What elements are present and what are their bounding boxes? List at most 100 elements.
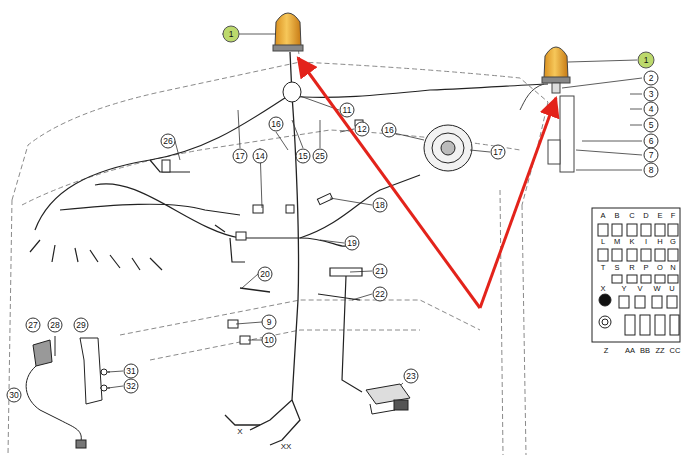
fuse-label: U: [669, 285, 674, 293]
beacon-lamp: [560, 96, 574, 172]
fuse-panel: [612, 275, 622, 283]
roof-connectors: [286, 205, 294, 213]
fuse-label: N: [670, 264, 675, 272]
switch-part: [366, 384, 410, 414]
beacon-lamp: [275, 13, 301, 46]
connector-label: X: [236, 428, 243, 436]
fuse-panel: [655, 224, 665, 236]
switch-part: [370, 404, 395, 414]
fuse-label: T: [601, 264, 606, 272]
beacon-lamp: [520, 84, 544, 110]
fuse-label: F: [671, 212, 676, 220]
small-parts: [80, 338, 102, 404]
fuse-panel: [592, 208, 680, 342]
callout-number: 26: [161, 134, 176, 149]
callout-number: 17: [491, 145, 506, 160]
fuse-panel: [612, 249, 622, 261]
fuse-panel: [640, 315, 650, 335]
fuse-panel: [655, 249, 665, 261]
fuse-label: E: [657, 212, 662, 220]
small-parts: [26, 336, 110, 448]
fuse-label: B: [614, 212, 619, 220]
callout-number: 21: [373, 264, 388, 279]
small-parts: [26, 366, 81, 445]
fuse-panel: [641, 224, 651, 236]
speaker: [432, 133, 464, 163]
fuse-panel: [655, 275, 665, 283]
leader-line: [576, 170, 642, 171]
lamp-cable: [240, 288, 270, 292]
lamp-cable: [225, 415, 260, 425]
fuse-label: R: [629, 264, 634, 272]
callout-number: 7: [644, 148, 659, 163]
fuse-panel: [599, 316, 611, 328]
beacon-lamp: [552, 83, 560, 93]
cab-outline: [12, 62, 548, 205]
callout-number: 8: [644, 163, 659, 178]
fuse-label: O: [657, 264, 663, 272]
leader-line: [238, 110, 320, 208]
cab-outline: [8, 200, 12, 455]
roof-connectors: [162, 160, 170, 172]
roof-connectors: [236, 232, 246, 240]
beacon-lamp: [548, 140, 560, 164]
fuse-panel: [668, 249, 678, 261]
mounting-bracket: [330, 268, 362, 276]
callout-number: 1: [638, 52, 655, 69]
leader-line: [576, 150, 642, 155]
callout-number: 16: [269, 117, 284, 132]
fuse-panel: [598, 249, 608, 261]
fuse-panel: [598, 224, 608, 236]
fuse-panel: [625, 315, 635, 335]
small-parts: [33, 340, 52, 366]
roof-connectors: [253, 205, 263, 213]
fuse-label: K: [629, 238, 634, 246]
fuse-panel: [612, 224, 622, 236]
callout-number: 29: [74, 318, 89, 333]
roof-harness: [30, 240, 162, 270]
fuse-panel: [598, 224, 679, 335]
callout-number: 22: [373, 287, 388, 302]
fuse-label: D: [643, 212, 648, 220]
mounting-bracket: [342, 276, 362, 392]
fuse-label: W: [653, 285, 660, 293]
fuse-panel: [641, 249, 651, 261]
leader-line: [630, 125, 642, 126]
callout-number: 32: [124, 379, 139, 394]
fuse-label: ZZ: [655, 347, 664, 355]
callout-number: 3: [644, 87, 659, 102]
fuse-label: C: [629, 212, 634, 220]
callout-number: 1: [223, 26, 240, 43]
callout-number: 31: [124, 364, 139, 379]
callout-number: 4: [644, 102, 659, 117]
fuse-panel: [627, 224, 637, 236]
leader-line: [630, 94, 642, 95]
mounting-bracket: [318, 268, 362, 392]
leader-line: [562, 78, 642, 88]
callout-number: 14: [253, 149, 268, 164]
leader-line: [108, 371, 403, 395]
speaker: [424, 125, 472, 171]
cab-outline: [150, 330, 420, 360]
fuse-panel: [668, 275, 678, 283]
fuse-label: X: [600, 285, 605, 293]
small-parts: [101, 369, 107, 375]
small-parts: [55, 336, 56, 356]
callout-number: 17: [233, 149, 248, 164]
beacon-lamp: [542, 77, 570, 83]
beacon-lamp: [273, 45, 303, 51]
callout-number: 5: [644, 118, 659, 133]
fuse-label: CC: [670, 347, 681, 355]
roof-connectors: [283, 82, 301, 102]
leader-line: [568, 60, 637, 62]
fuse-panel: [592, 208, 680, 342]
fuse-panel: [655, 315, 665, 335]
callout-number: 15: [296, 149, 311, 164]
leader-line: [582, 141, 642, 142]
fuse-panel: [619, 296, 629, 308]
roof-connectors: [317, 193, 332, 204]
lamp-cable: [250, 52, 299, 430]
roof-harness: [35, 96, 288, 230]
callout-number: 30: [7, 388, 22, 403]
